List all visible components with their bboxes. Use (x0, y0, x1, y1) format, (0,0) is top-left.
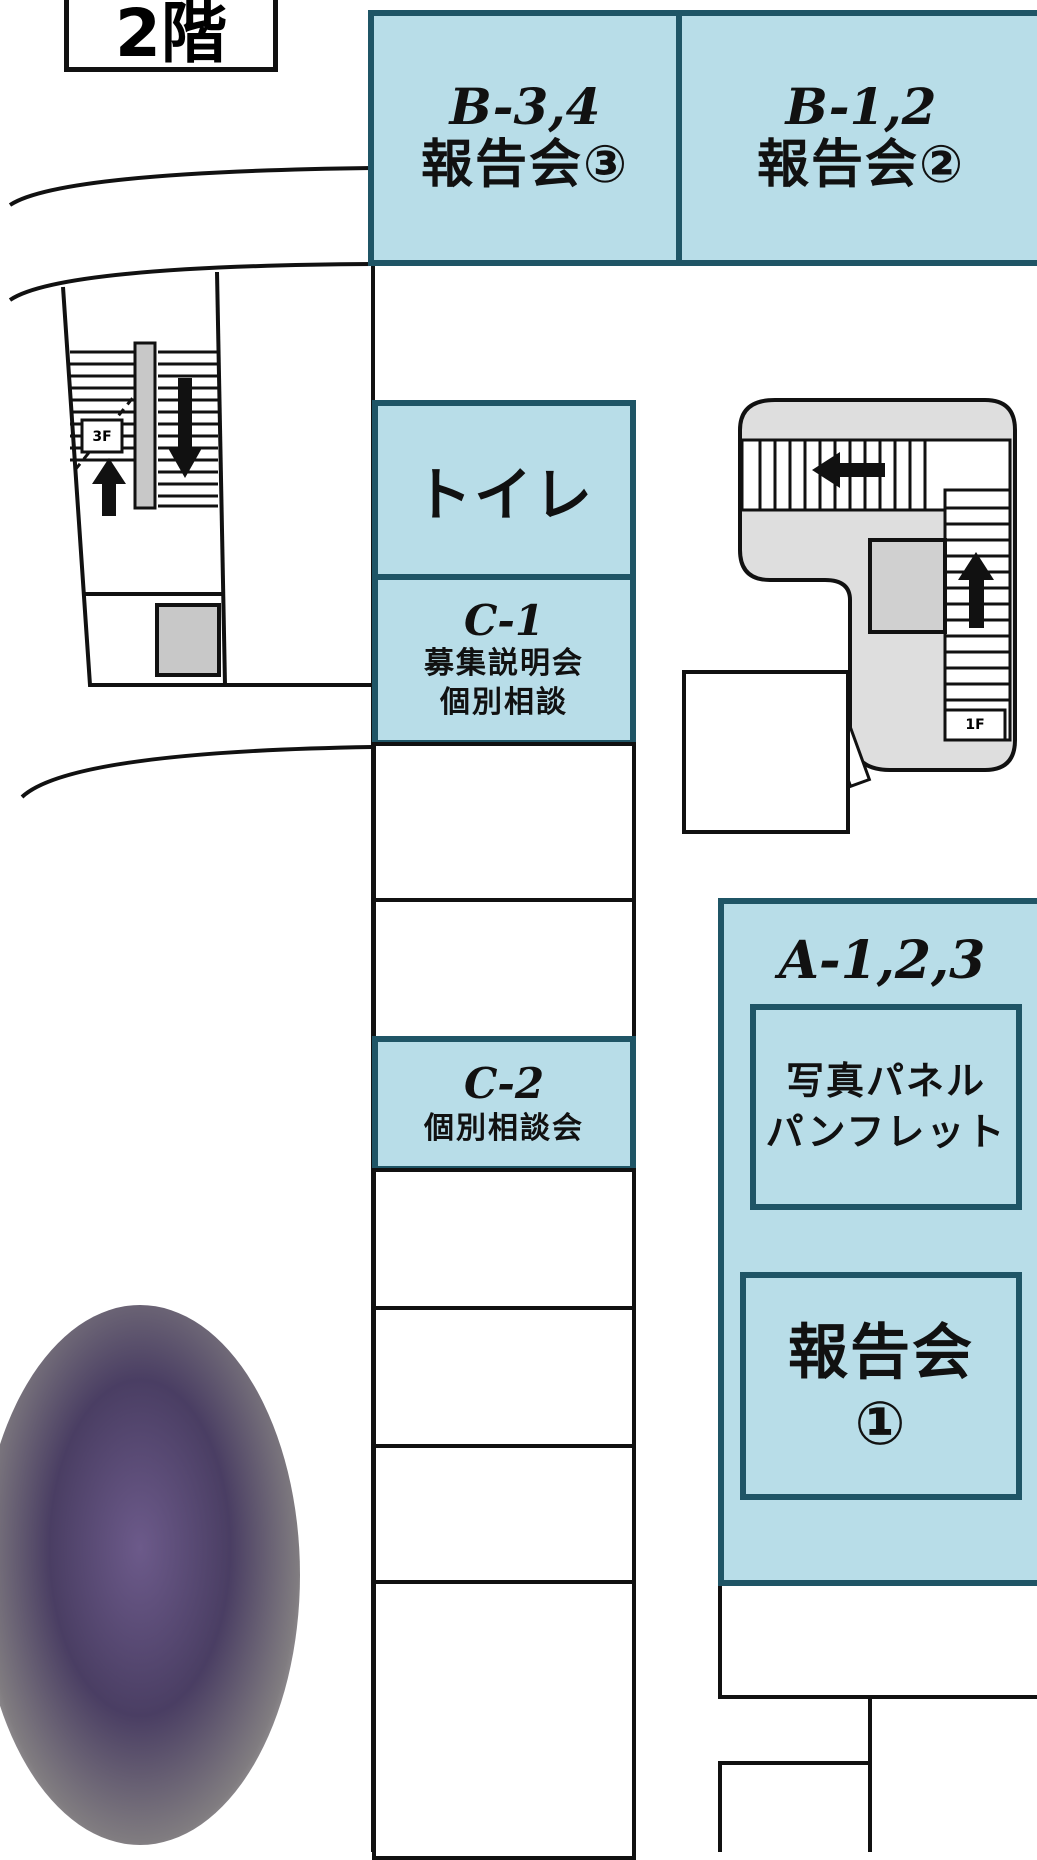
plain-room (372, 1580, 636, 1860)
left-stair-block (61, 286, 372, 687)
corridor-curve-mid (8, 262, 373, 302)
plain-room (372, 742, 636, 902)
room-code: B-3,4 (449, 77, 601, 137)
plain-room (372, 898, 636, 1040)
room-c2[interactable]: C-2 個別相談会 (372, 1036, 636, 1172)
plain-room (372, 1306, 636, 1448)
room-code: C-1 (463, 595, 545, 645)
arrow-left-icon (812, 452, 885, 488)
room-name: トイレ (413, 461, 594, 529)
room-toilet[interactable]: トイレ (372, 400, 636, 580)
plain-room (372, 1168, 636, 1310)
report-area-1[interactable]: 報告会 ① (740, 1272, 1022, 1500)
room-line1: 個別相談会 (424, 1110, 584, 1146)
arrow-up-icon (92, 458, 126, 516)
report-line1: 報告会 (788, 1317, 974, 1388)
photo-panel-area[interactable]: 写真パネル パンフレット (750, 1004, 1022, 1210)
room-line1: 募集説明会 (424, 646, 584, 682)
room-code: A-1,2,3 (778, 930, 986, 991)
corridor-curve-bottom (20, 745, 373, 799)
room-name: 報告会② (756, 135, 966, 196)
arrow-down-icon (168, 378, 202, 478)
corridor-curve-top (8, 166, 373, 207)
panel-line2: パンフレット (765, 1110, 1007, 1154)
stair-floor-tag-3f: 3F (92, 429, 112, 445)
room-code: B-1,2 (785, 77, 937, 137)
room-name: 報告会③ (420, 135, 630, 196)
event-photo (0, 1305, 300, 1845)
stair-floor-tag-1f: 1F (965, 717, 985, 733)
floor-label: 2階 (64, 0, 278, 72)
room-code: C-2 (463, 1059, 545, 1109)
room-b34[interactable]: B-3,4 報告会③ (368, 10, 682, 266)
arrow-up-icon (958, 552, 994, 628)
report-line2: ① (854, 1388, 908, 1459)
room-b12[interactable]: B-1,2 報告会② (676, 10, 1037, 266)
plain-room (372, 1444, 636, 1584)
room-line2: 個別相談 (440, 685, 568, 721)
panel-line1: 写真パネル (785, 1058, 986, 1103)
room-c1[interactable]: C-1 募集説明会 個別相談 (372, 574, 636, 746)
